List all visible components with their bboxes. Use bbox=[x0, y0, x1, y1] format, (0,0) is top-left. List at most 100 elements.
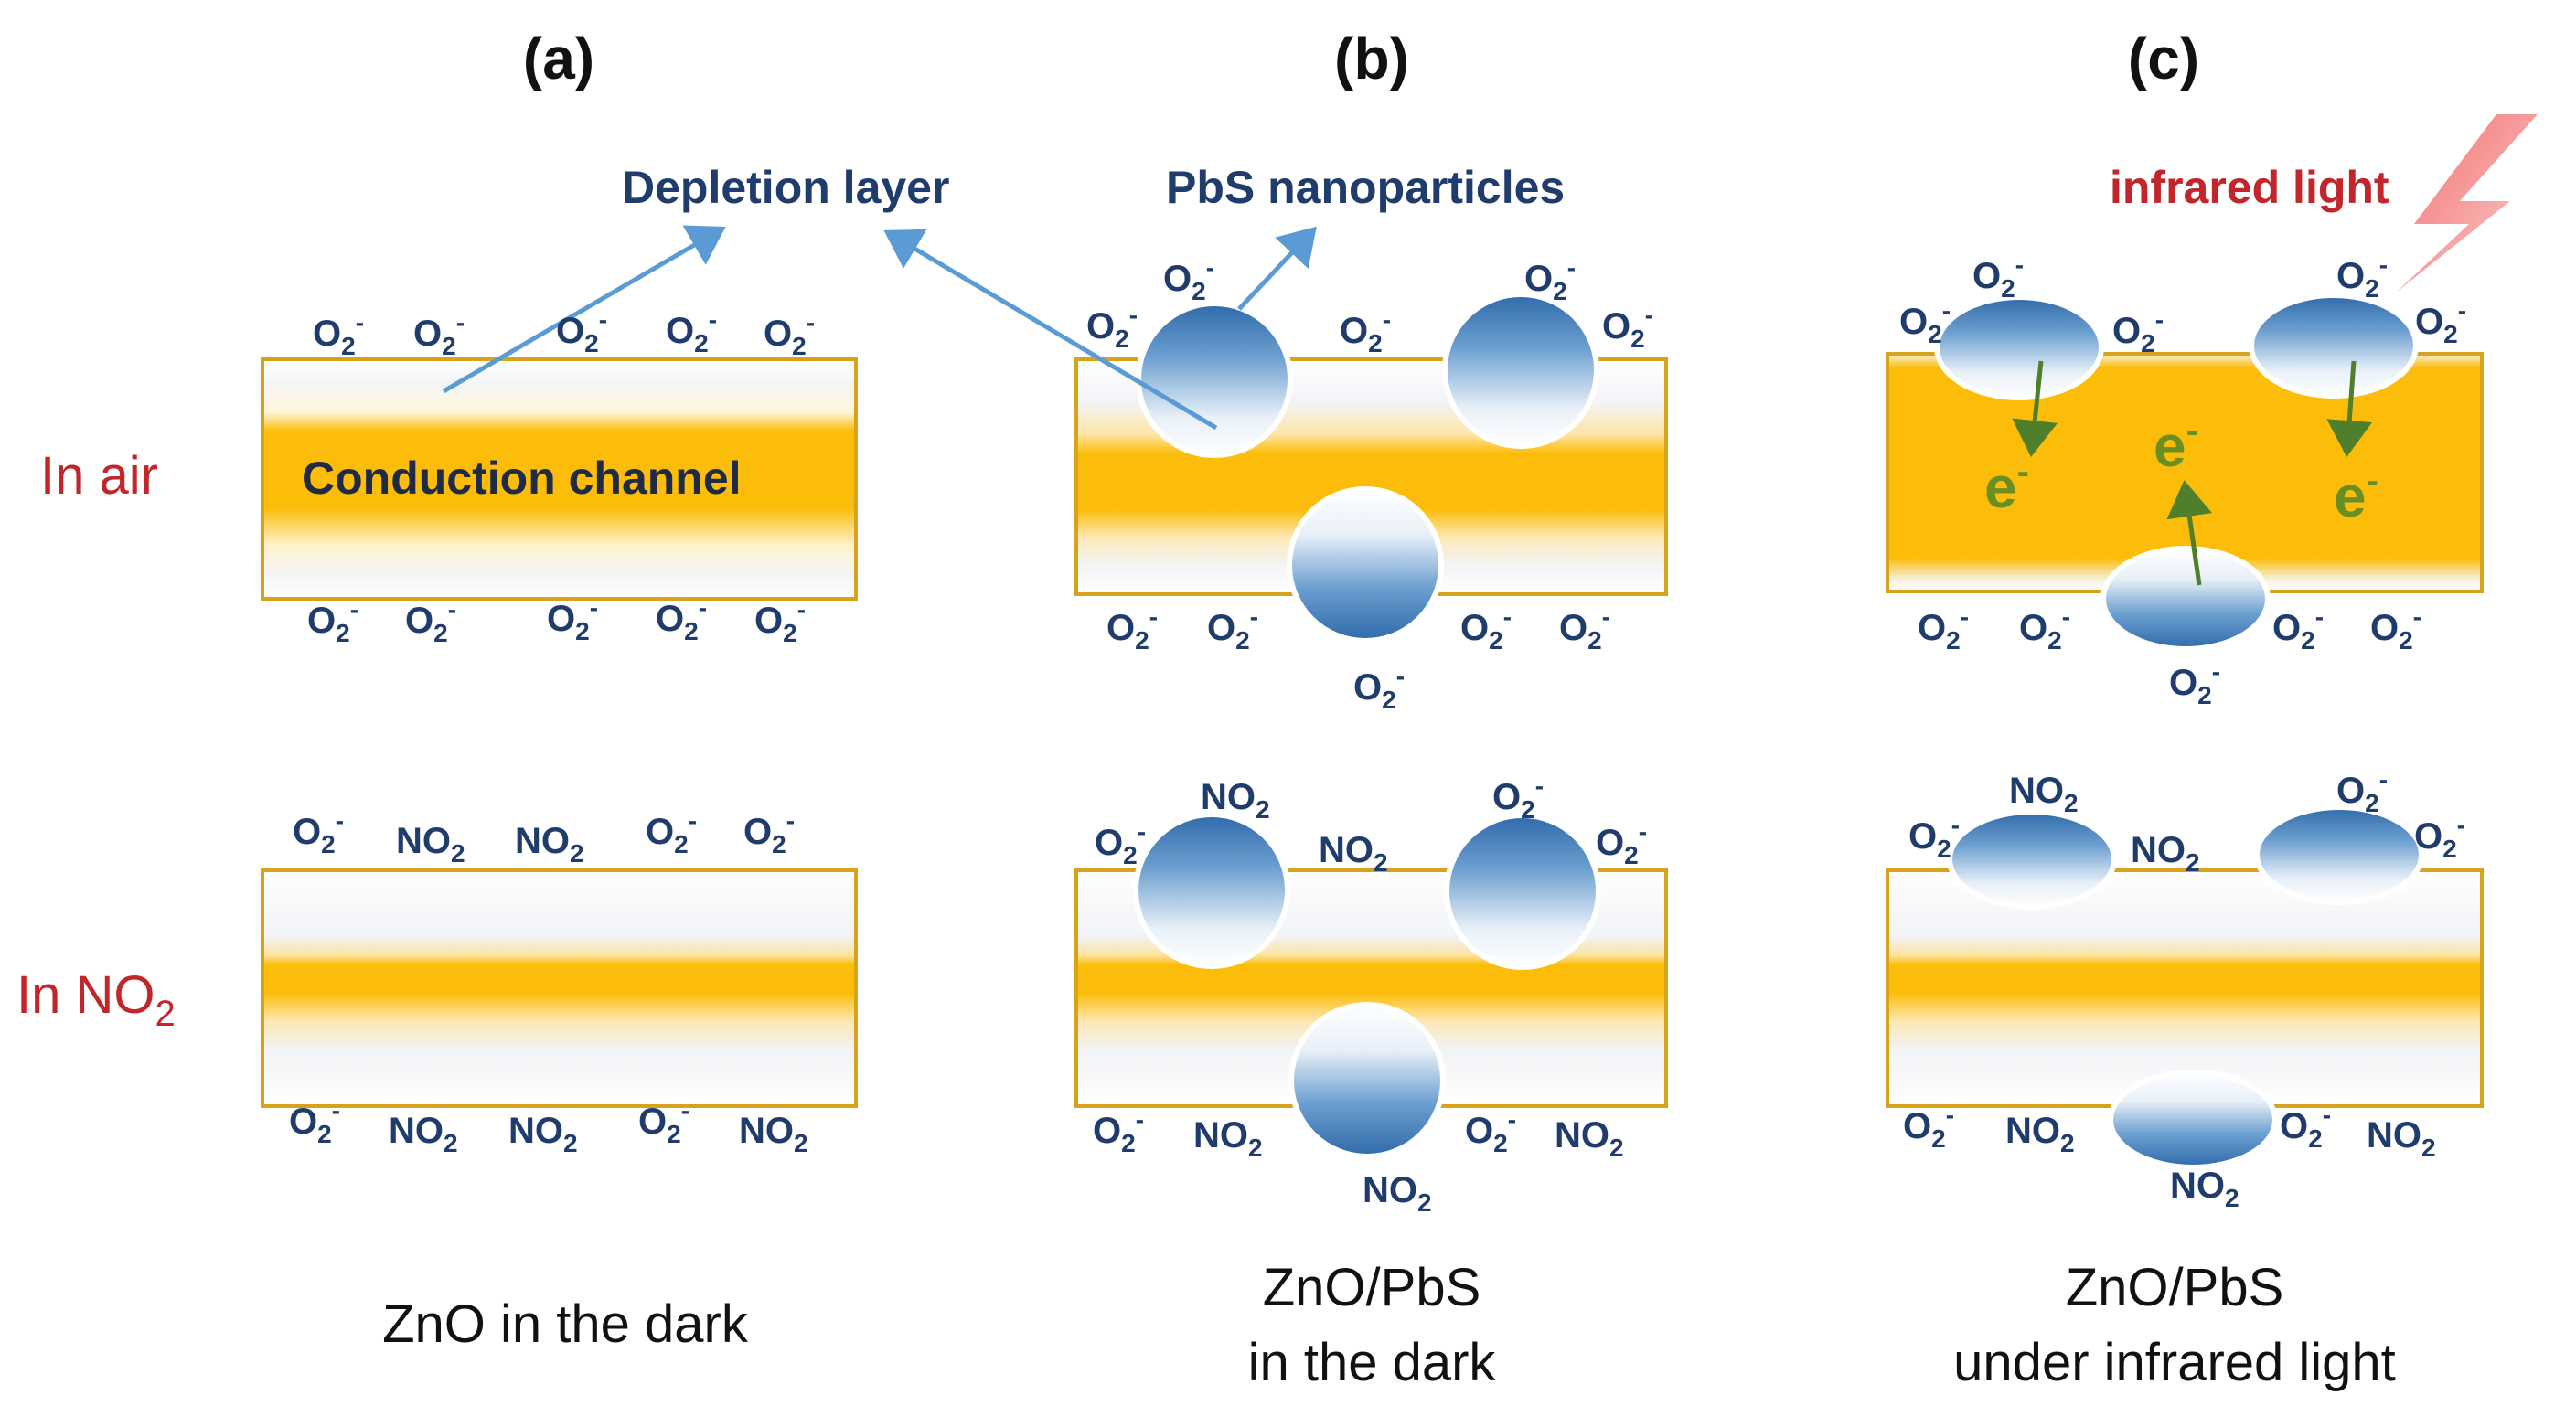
o2-minus-label: O2- bbox=[293, 806, 344, 858]
o2-minus-label: O2- bbox=[1086, 301, 1138, 353]
row-label-no2-subscript: 2 bbox=[155, 994, 176, 1034]
o2-minus-label: O2- bbox=[1465, 1105, 1516, 1157]
o2-minus-label: O2- bbox=[1095, 817, 1146, 869]
o2-minus-label: O2- bbox=[556, 305, 607, 357]
o2-minus-label: O2- bbox=[2336, 250, 2388, 303]
o2-minus-label: O2- bbox=[638, 1096, 689, 1148]
o2-minus-label: O2- bbox=[1596, 817, 1647, 869]
o2-minus-label: O2- bbox=[1093, 1105, 1144, 1157]
o2-minus-label: O2- bbox=[1163, 253, 1214, 305]
row-label-in-air: In air bbox=[40, 446, 158, 506]
no2-label: NO2 bbox=[389, 1111, 458, 1157]
caption-a: ZnO in the dark bbox=[382, 1294, 749, 1354]
no2-label: NO2 bbox=[2170, 1166, 2239, 1212]
no2-label: NO2 bbox=[396, 821, 465, 868]
o2-minus-label: O2- bbox=[1602, 301, 1653, 353]
zno-channel-a-air bbox=[261, 357, 858, 601]
no2-label: NO2 bbox=[2009, 771, 2079, 817]
o2-minus-label: O2- bbox=[2414, 811, 2465, 863]
zno-channel-c-no2 bbox=[1886, 868, 2484, 1108]
pbs-nanoparticles-arrow bbox=[1237, 226, 1317, 311]
o2-minus-label: O2- bbox=[2336, 765, 2388, 817]
o2-minus-label: O2- bbox=[1353, 662, 1405, 714]
panel-label-c: (c) bbox=[2128, 26, 2199, 91]
pbs-nanoparticle-b-no2-1 bbox=[1133, 812, 1290, 969]
pbs-nanoparticle-c-air-3 bbox=[2100, 546, 2271, 652]
o2-minus-label: O2- bbox=[666, 305, 717, 357]
pbs-nanoparticle-c-no2-2 bbox=[2254, 804, 2424, 905]
o2-minus-label: O2- bbox=[1899, 296, 1951, 348]
o2-minus-label: O2- bbox=[1524, 253, 1576, 305]
o2-minus-label: O2- bbox=[313, 308, 364, 360]
o2-minus-label: O2- bbox=[307, 595, 358, 647]
no2-label: NO2 bbox=[515, 821, 584, 868]
o2-minus-label: O2- bbox=[2272, 602, 2324, 655]
electron-label: e- bbox=[2334, 461, 2378, 529]
pbs-nanoparticle-c-air-1 bbox=[1934, 294, 2104, 400]
o2-minus-label: O2- bbox=[1972, 250, 2024, 303]
o2-minus-label: O2- bbox=[1492, 772, 1544, 824]
o2-minus-label: O2- bbox=[1340, 305, 1391, 357]
caption-c-line2: under infrared light bbox=[1953, 1333, 2396, 1392]
pbs-nanoparticle-c-air-2 bbox=[2249, 293, 2419, 399]
o2-minus-label: O2- bbox=[764, 308, 815, 360]
o2-minus-label: O2- bbox=[646, 806, 697, 858]
electron-transfer-arrow-2 bbox=[2326, 360, 2373, 457]
no2-label: NO2 bbox=[2367, 1115, 2436, 1162]
pbs-nanoparticles-label: PbS nanoparticles bbox=[1166, 162, 1565, 213]
pbs-nanoparticle-b-air-2 bbox=[1442, 292, 1599, 449]
pbs-nanoparticle-b-no2-2 bbox=[1444, 813, 1601, 970]
o2-minus-label: O2- bbox=[2169, 657, 2220, 709]
o2-minus-label: O2- bbox=[413, 308, 465, 360]
caption-b-line2: in the dark bbox=[1248, 1333, 1497, 1392]
electron-label: e- bbox=[1984, 452, 2029, 520]
o2-minus-label: O2- bbox=[2415, 296, 2466, 348]
o2-minus-label: O2- bbox=[2370, 602, 2421, 655]
pbs-nanoparticle-c-no2-1 bbox=[1947, 809, 2117, 910]
no2-label: NO2 bbox=[2005, 1111, 2075, 1157]
o2-minus-label: O2- bbox=[289, 1096, 340, 1148]
o2-minus-label: O2- bbox=[754, 595, 806, 647]
o2-minus-label: O2- bbox=[2280, 1101, 2331, 1153]
o2-minus-label: O2- bbox=[656, 593, 707, 645]
panel-label-a: (a) bbox=[523, 26, 594, 91]
no2-label: NO2 bbox=[1555, 1115, 1624, 1162]
no2-label: NO2 bbox=[508, 1111, 578, 1157]
caption-c-line1: ZnO/PbS bbox=[2066, 1258, 2284, 1317]
o2-minus-label: O2- bbox=[1207, 602, 1258, 655]
electron-labels: e-e-e- bbox=[1984, 410, 2378, 529]
depletion-layer-arrow-b bbox=[883, 229, 1218, 431]
o2-minus-label: O2- bbox=[743, 806, 795, 858]
row-label-in-no2: In NO2 bbox=[16, 965, 176, 1034]
no2-label: NO2 bbox=[1363, 1170, 1432, 1217]
panel-label-b: (b) bbox=[1334, 26, 1409, 91]
electron-transfer-arrow-1 bbox=[2012, 360, 2058, 457]
o2-minus-label: O2- bbox=[1106, 602, 1158, 655]
o2-minus-label: O2- bbox=[2019, 602, 2070, 655]
electron-transfer-arrow-3 bbox=[2166, 480, 2212, 586]
caption-b-line1: ZnO/PbS bbox=[1263, 1258, 1481, 1317]
infrared-light-label: infrared light bbox=[2110, 162, 2389, 213]
o2-minus-label: O2- bbox=[1918, 602, 1969, 655]
conduction-channel-label: Conduction channel bbox=[302, 453, 742, 504]
pbs-nanoparticle-b-no2-3 bbox=[1288, 1002, 1446, 1159]
o2-minus-label: O2- bbox=[1908, 811, 1960, 863]
no2-label: NO2 bbox=[1193, 1115, 1263, 1162]
no2-label: NO2 bbox=[2131, 830, 2200, 877]
row-label-no2-text: In NO bbox=[16, 965, 155, 1025]
depletion-layer-arrow-a bbox=[442, 225, 726, 394]
o2-minus-label: O2- bbox=[1559, 602, 1610, 655]
o2-minus-label: O2- bbox=[547, 593, 598, 645]
o2-minus-label: O2- bbox=[2112, 305, 2164, 357]
lightning-bolt-icon bbox=[2396, 114, 2538, 293]
o2-minus-label: O2- bbox=[1903, 1101, 1954, 1153]
depletion-layer-label: Depletion layer bbox=[622, 162, 949, 213]
pbs-nanoparticle-b-air-3 bbox=[1287, 486, 1444, 644]
pbs-nanoparticle-c-no2-3 bbox=[2108, 1070, 2278, 1170]
o2-minus-label: O2- bbox=[1460, 602, 1512, 655]
zno-channel-a-no2 bbox=[261, 868, 858, 1108]
o2-minus-label: O2- bbox=[405, 595, 456, 647]
